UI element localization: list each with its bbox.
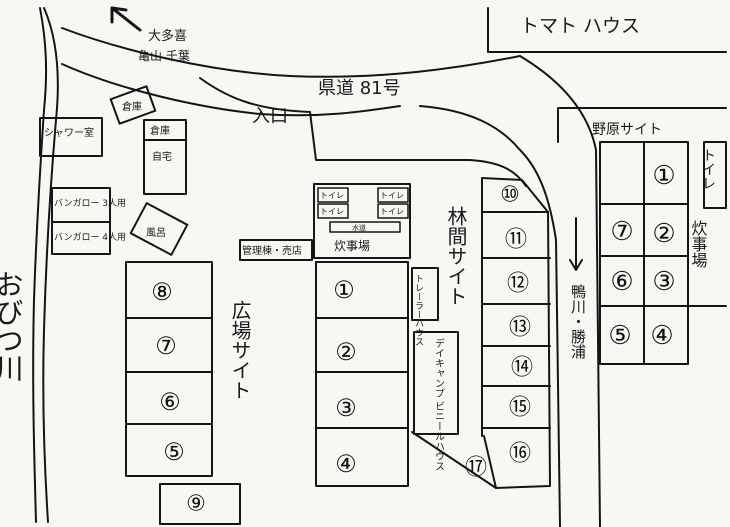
kamogawa-arrow [569, 217, 583, 271]
river-bank-outer [32, 7, 48, 523]
home-building [143, 139, 187, 195]
forest-site-label: 林間サイト [444, 206, 468, 306]
nohara-site-1[interactable]: ① [652, 161, 675, 191]
trailer-house-label: トレーラーハウス [413, 274, 424, 346]
right-toilet-building [703, 141, 727, 209]
daycamp-label: デイキャンプ ビニールハウス [433, 337, 445, 471]
site-12[interactable]: ⑫ [507, 272, 529, 297]
site-5[interactable]: ⑤ [163, 438, 185, 466]
storehouse-building [109, 85, 157, 125]
site-markers: ⑧ ⑦ ⑥ ⑤ ⑨ ① ② ③ ④ ⑩ ⑪ ⑫ ⑬ ⑭ ⑮ ⑯ ⑰ ① ② ③ … [151, 161, 675, 517]
site-11[interactable]: ⑪ [505, 228, 527, 253]
trailer-house-building [411, 267, 439, 321]
road-top-edge [61, 27, 521, 78]
nohara-site-label: 野原サイト [592, 122, 662, 138]
entrance-label: 入口 [252, 106, 288, 127]
home-label: 自宅 [152, 150, 172, 163]
shower-label: シャワー室 [44, 126, 94, 139]
north-arrow [110, 6, 142, 32]
road-right-upper [519, 55, 601, 527]
wide-site-column-center [315, 261, 409, 487]
site-17[interactable]: ⑰ [465, 456, 487, 481]
site-14[interactable]: ⑭ [511, 356, 533, 381]
river-label: おびつ川 [0, 270, 25, 382]
nohara-site-5[interactable]: ⑤ [608, 321, 631, 351]
kamogawa-label: 鴨川・勝浦 [569, 284, 587, 360]
shower-building [39, 117, 103, 157]
plot-edge [411, 431, 497, 489]
bungalow3-label: バンガロー 3人用 [54, 198, 126, 209]
site-3[interactable]: ③ [335, 394, 357, 422]
right-kitchen-label: 炊事場 [689, 220, 708, 269]
washroom-label: 水道 [352, 223, 366, 232]
nohara-boundary [557, 107, 727, 143]
admin-label: 管理棟・売店 [242, 244, 302, 257]
tomato-house-label: トマト ハウス [520, 15, 640, 37]
road-bottom-edge [61, 63, 401, 117]
toilet-stall [377, 187, 409, 203]
bath-label: 風呂 [146, 227, 166, 239]
kitchen-center-label: 炊事場 [334, 239, 370, 253]
forest-site-column [481, 177, 551, 489]
destination-label: 大多喜 [148, 28, 187, 44]
site-4[interactable]: ④ [335, 450, 357, 478]
toilet-stall [377, 203, 409, 219]
tomato-house-boundary [487, 7, 727, 53]
wide-site-column-left [125, 261, 213, 477]
nohara-site-2[interactable]: ② [652, 219, 675, 249]
site-13[interactable]: ⑬ [509, 316, 531, 341]
bath-building [129, 202, 189, 256]
site-15[interactable]: ⑮ [509, 396, 531, 421]
right-toilet-label: トイレ [700, 148, 716, 190]
storehouse-label: 倉庫 [122, 100, 142, 113]
river-bank-inner [42, 7, 59, 523]
washroom-block [329, 221, 401, 233]
site-7[interactable]: ⑦ [155, 332, 177, 360]
site-10[interactable]: ⑩ [500, 183, 520, 208]
road-right-lower [419, 105, 561, 527]
wide-site-label: 広場サイト [228, 300, 252, 400]
admin-building [239, 239, 313, 261]
toilet-label: トイレ [380, 207, 404, 216]
route-label: 県道 81号 [318, 78, 401, 99]
toilet-stall [317, 187, 349, 203]
nohara-site-7[interactable]: ⑦ [610, 217, 633, 247]
destination2-label: 亀山 千葉 [138, 49, 190, 63]
toilet-label: トイレ [320, 191, 344, 200]
toilet-stall [317, 203, 349, 219]
daycamp-building [413, 331, 459, 435]
site-2[interactable]: ② [335, 338, 357, 366]
plot-9-box [159, 483, 241, 525]
toilet-label: トイレ [380, 191, 404, 200]
bungalow4-building [51, 221, 111, 255]
nohara-site-3[interactable]: ③ [652, 267, 675, 297]
site-16[interactable]: ⑯ [509, 442, 531, 467]
warehouse-label: 倉庫 [150, 124, 170, 137]
toilet-label: トイレ [320, 207, 344, 216]
bungalow4-label: バンガロー 4人用 [54, 232, 126, 243]
nohara-site-6[interactable]: ⑥ [610, 267, 633, 297]
nohara-site-4[interactable]: ④ [650, 321, 673, 351]
toilet-kitchen-block [313, 183, 411, 259]
site-9[interactable]: ⑨ [186, 492, 206, 517]
site-8[interactable]: ⑧ [151, 278, 173, 306]
site-1[interactable]: ① [333, 276, 355, 304]
site-6[interactable]: ⑥ [159, 388, 181, 416]
